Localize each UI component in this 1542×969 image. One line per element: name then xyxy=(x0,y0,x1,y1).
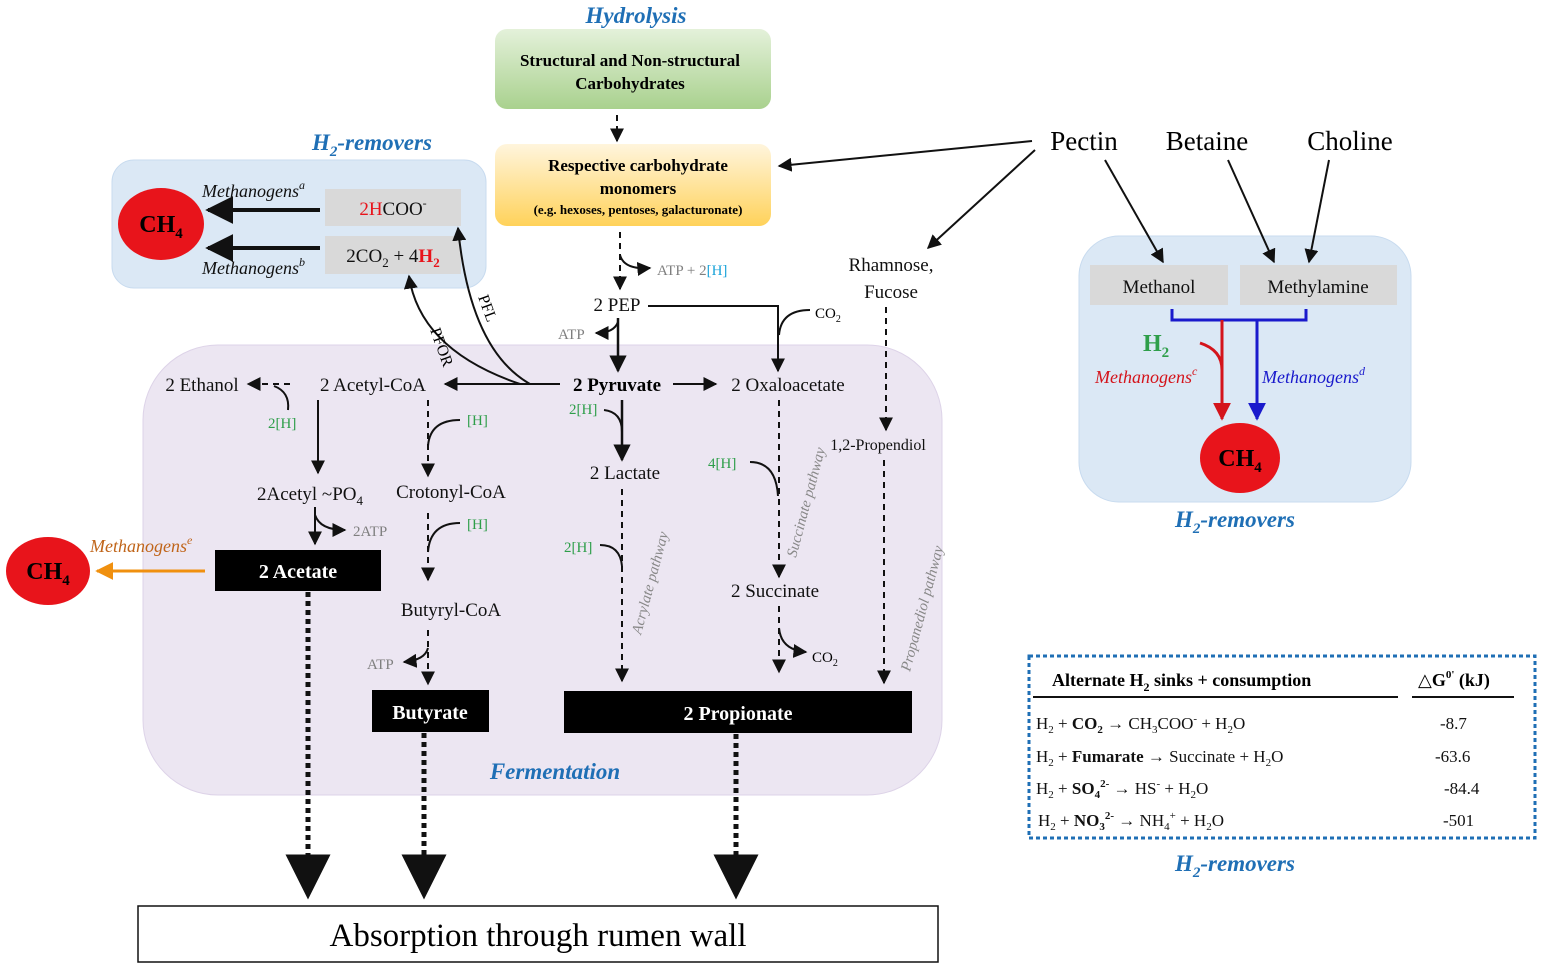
table-row-3-value: -84.4 xyxy=(1444,779,1480,798)
co2-label-top: CO2 xyxy=(815,306,841,325)
h2-sinks-table xyxy=(1027,654,1537,840)
propionate-box xyxy=(564,691,912,733)
table-header-right: △G0' (kJ) xyxy=(1418,669,1490,691)
table-row-2-value: -63.6 xyxy=(1435,747,1470,766)
atp-2h-label: ATP + 2[H] xyxy=(657,263,727,279)
carbohydrates-line1: Structural and Non-structural xyxy=(520,51,740,70)
methanogens-d: Methanogensd xyxy=(1261,364,1366,387)
ch4-circle-top-left: CH4 xyxy=(118,188,204,260)
butyryl-h-label: [H] xyxy=(467,517,488,533)
ch4-circle-right: CH4 xyxy=(1200,423,1280,493)
methanogens-c: Methanogensc xyxy=(1094,364,1198,387)
crotonyl-coa-label: Crotonyl-CoA xyxy=(396,482,506,503)
h2-removers-title-table: H2-removers xyxy=(1174,851,1295,881)
choline-label: Choline xyxy=(1307,126,1393,156)
acetate-box xyxy=(215,550,381,591)
co2-h2-label: 2CO2 + 4H2 xyxy=(346,246,439,270)
monomers-line2: monomers xyxy=(600,179,677,198)
h2-removers-title-right: H2-removers xyxy=(1174,507,1295,537)
h2-removers-title-left: H2-removers xyxy=(311,130,432,160)
ethanol-2h-label: 2[H] xyxy=(268,416,296,432)
succinate-label: 2 Succinate xyxy=(731,581,819,602)
methylamine-box xyxy=(1240,265,1397,305)
table-row-2: H2 + Fumarate → Succinate + H2O xyxy=(1036,747,1283,769)
h2-green-label: H2 xyxy=(1143,331,1169,361)
lactate-label: 2 Lactate xyxy=(590,463,660,484)
absorption-label: Absorption through rumen wall xyxy=(329,918,746,954)
acetate-label: 2 Acetate xyxy=(259,561,337,583)
fermentation-title: Fermentation xyxy=(489,759,620,784)
pyruvate-label: 2 Pyruvate xyxy=(573,375,661,396)
monomers-line3: (e.g. hexoses, pentoses, galacturonate) xyxy=(534,202,743,217)
acrylate-2h-label: 2[H] xyxy=(564,540,592,556)
hydrolysis-title: Hydrolysis xyxy=(585,3,687,28)
oxaloacetate-label: 2 Oxaloacetate xyxy=(731,375,844,396)
methanol-box xyxy=(1090,265,1228,305)
formate-box xyxy=(325,189,461,226)
carbohydrates-line2: Carbohydrates xyxy=(575,74,685,93)
methanogens-a: Methanogensa xyxy=(201,178,305,201)
table-row-4-value: -501 xyxy=(1443,811,1474,830)
carbohydrates-box xyxy=(495,29,771,109)
methylamine-label: Methylamine xyxy=(1267,277,1368,298)
table-row-3: H2 + SO42- → HS- + H2O xyxy=(1036,778,1208,801)
two-atp-label: 2ATP xyxy=(353,524,387,540)
atp-label-pep: ATP xyxy=(558,327,585,343)
lactate-2h-label: 2[H] xyxy=(569,402,597,418)
co2-h2-box xyxy=(325,236,461,274)
ch4-circle-left: CH4 xyxy=(6,537,90,605)
atp-label-butyryl: ATP xyxy=(367,657,394,673)
monomers-box xyxy=(495,144,771,226)
propendiol-label: 1,2-Propendiol xyxy=(830,437,926,454)
table-row-1: H2 + CO2 → CH3COO- + H2O xyxy=(1036,713,1245,736)
succinate-4h-label: 4[H] xyxy=(708,456,736,472)
absorption-box xyxy=(137,905,939,963)
table-row-1-value: -8.7 xyxy=(1440,714,1467,733)
monomers-line1: Respective carbohydrate xyxy=(548,156,728,175)
methanogens-e: Methanogense xyxy=(89,533,193,556)
acetyl-po4-label: 2Acetyl ~PO4 xyxy=(257,484,363,508)
methanogens-b: Methanogensb xyxy=(201,255,305,278)
propionate-label: 2 Propionate xyxy=(683,703,792,725)
butyrate-label: Butyrate xyxy=(392,702,468,724)
fucose-label: Fucose xyxy=(864,282,918,303)
formate-label: 2HCOO- xyxy=(359,196,426,220)
svg-text:CH4: CH4 xyxy=(1218,446,1262,476)
table-row-4: H2 + NO32- → NH4+ + H2O xyxy=(1038,810,1224,833)
acetyl-coa-label: 2 Acetyl-CoA xyxy=(320,375,426,396)
rhamnose-label: Rhamnose, xyxy=(849,255,934,276)
butyryl-coa-label: Butyryl-CoA xyxy=(401,600,502,621)
ethanol-label: 2 Ethanol xyxy=(165,375,238,396)
svg-text:CH4: CH4 xyxy=(26,559,70,589)
crotonyl-h-label: [H] xyxy=(467,413,488,429)
betaine-label: Betaine xyxy=(1166,126,1248,156)
table-header-left: Alternate H2 sinks + consumption xyxy=(1052,670,1311,694)
pectin-label: Pectin xyxy=(1050,126,1118,156)
butyrate-box xyxy=(372,690,489,732)
pep-label: 2 PEP xyxy=(594,295,641,316)
svg-text:CH4: CH4 xyxy=(139,212,183,242)
methanol-label: Methanol xyxy=(1123,277,1196,298)
co2-label-bottom: CO2 xyxy=(812,650,838,669)
